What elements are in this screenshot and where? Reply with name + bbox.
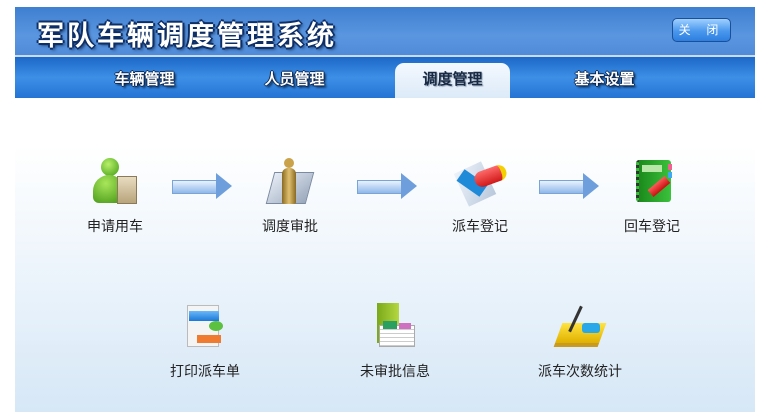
tab-personnel-management[interactable]: 人员管理 (264, 70, 325, 88)
dispatch-approval-label: 调度审批 (262, 219, 318, 235)
header: 军队车辆调度管理系统 关 闭 (15, 7, 755, 57)
app-window: 军队车辆调度管理系统 关 闭 车辆管理 人员管理 调度管理 基本设置 申请用车 … (15, 7, 755, 412)
main-panel: 申请用车 调度审批 派车登记 (15, 98, 755, 412)
close-button[interactable]: 关 闭 (672, 18, 731, 42)
pending-approval-item[interactable]: 未审批信息 (335, 303, 455, 381)
app-title: 军队车辆调度管理系统 (37, 21, 337, 52)
tab-dispatch-management[interactable]: 调度管理 (395, 63, 510, 98)
print-dispatch-form-label: 打印派车单 (170, 364, 240, 380)
apply-vehicle-label: 申请用车 (87, 219, 143, 235)
dispatch-scroll-icon (453, 158, 509, 207)
print-form-icon (181, 303, 229, 351)
return-register-label: 回车登记 (624, 219, 680, 235)
nav-bar: 车辆管理 人员管理 调度管理 基本设置 (15, 57, 755, 98)
print-dispatch-form-item[interactable]: 打印派车单 (145, 303, 265, 381)
dispatch-statistics-item[interactable]: 派车次数统计 (520, 303, 640, 381)
flow-arrow-icon (172, 173, 232, 199)
tab-vehicle-management[interactable]: 车辆管理 (114, 70, 175, 88)
dispatch-approval-item[interactable]: 调度审批 (230, 158, 350, 236)
flow-arrow-icon (357, 173, 417, 199)
dispatch-register-item[interactable]: 派车登记 (420, 158, 540, 236)
apply-vehicle-item[interactable]: 申请用车 (55, 158, 175, 236)
statistics-book-icon (553, 303, 607, 351)
pending-approval-label: 未审批信息 (360, 364, 430, 380)
pending-folder-icon (371, 303, 419, 351)
dispatch-register-label: 派车登记 (452, 219, 508, 235)
user-bag-icon (91, 158, 139, 206)
return-register-item[interactable]: 回车登记 (592, 158, 712, 236)
return-notebook-icon (628, 158, 676, 206)
tab-basic-settings[interactable]: 基本设置 (574, 70, 635, 88)
dispatch-statistics-label: 派车次数统计 (538, 364, 622, 380)
approval-figure-icon (265, 158, 315, 206)
flow-arrow-icon (539, 173, 599, 199)
